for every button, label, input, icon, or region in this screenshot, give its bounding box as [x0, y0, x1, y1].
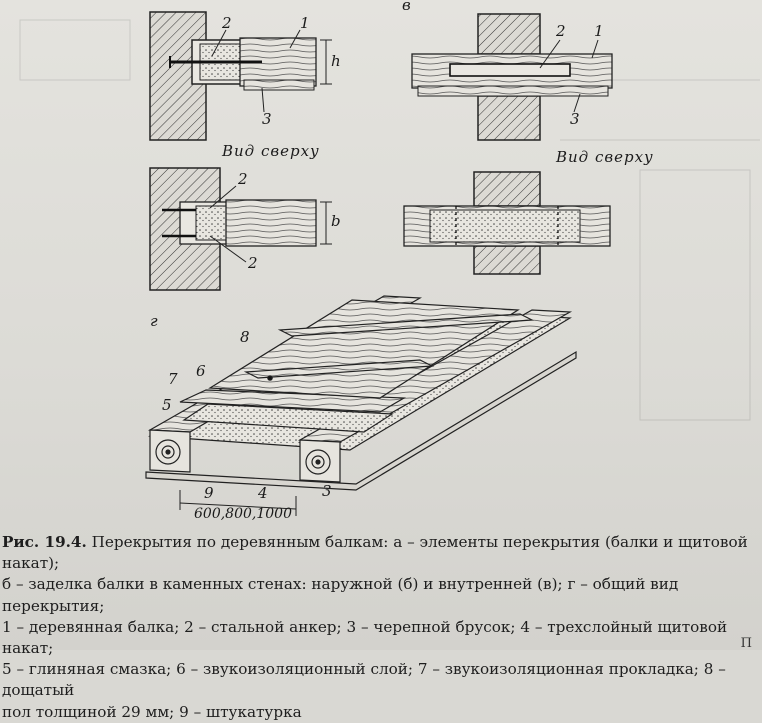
- plan-b-label-2-top: 2: [237, 170, 248, 188]
- figure-number: Рис. 19.4.: [2, 533, 87, 551]
- detail-g-letter: г: [150, 312, 158, 330]
- detail-b-label-3: 3: [262, 110, 272, 128]
- caption-line-1: Рис. 19.4. Перекрытия по деревянным балк…: [2, 532, 760, 574]
- detail-v-view-caption: Вид сверху: [555, 148, 654, 166]
- detail-g-isometric: [145, 295, 577, 491]
- plan-b-label-2-bottom: 2: [247, 254, 258, 272]
- detail-v-letter: в: [402, 0, 411, 14]
- figure-caption: Рис. 19.4. Перекрытия по деревянным балк…: [2, 532, 760, 723]
- detail-b-label-2: 2: [221, 14, 232, 32]
- detail-g-label-3: 3: [322, 482, 332, 500]
- detail-g-label-7: 7: [168, 370, 178, 388]
- detail-v-plan: [403, 171, 611, 275]
- detail-b-section: [149, 11, 332, 141]
- detail-g-span-dims: 600,800,1000: [194, 506, 292, 522]
- detail-v-section: [411, 13, 613, 141]
- detail-g-label-8: 8: [240, 328, 250, 346]
- detail-b-plan: [149, 167, 332, 291]
- caption-line-5: пол толщиной 29 мм; 9 – штукатурка: [2, 702, 302, 721]
- detail-b-view-caption: Вид сверху: [221, 142, 320, 160]
- detail-g-label-4: 4: [257, 484, 268, 502]
- caption-line-3: 1 – деревянная балка; 2 – стальной анкер…: [2, 617, 728, 658]
- detail-v-label-2: 2: [555, 22, 566, 40]
- bleed-through: [19, 19, 760, 421]
- plan-b-dim-b: b: [331, 212, 341, 230]
- detail-b-label-1: 1: [300, 14, 310, 32]
- detail-v-label-1: 1: [594, 22, 604, 40]
- page-corner-text: П: [740, 636, 752, 651]
- detail-g-label-5: 5: [162, 396, 172, 414]
- caption-line-4: 5 – глиняная смазка; 6 – звукоизоляционн…: [2, 660, 726, 700]
- floor-construction-figure: 2 1 3 h Вид сверху 2 2 b в 2 1 3 Вид све…: [19, 0, 760, 522]
- detail-b-dim-h: h: [331, 52, 341, 70]
- caption-line-2: б – заделка балки в каменных стенах: нар…: [2, 575, 679, 615]
- detail-g-label-9: 9: [204, 484, 214, 502]
- detail-g-dimension: [179, 490, 297, 516]
- caption-text-1: Перекрытия по деревянным балкам: а – эле…: [2, 533, 748, 573]
- detail-v-label-3: 3: [570, 110, 580, 128]
- detail-g-label-6: 6: [196, 362, 206, 380]
